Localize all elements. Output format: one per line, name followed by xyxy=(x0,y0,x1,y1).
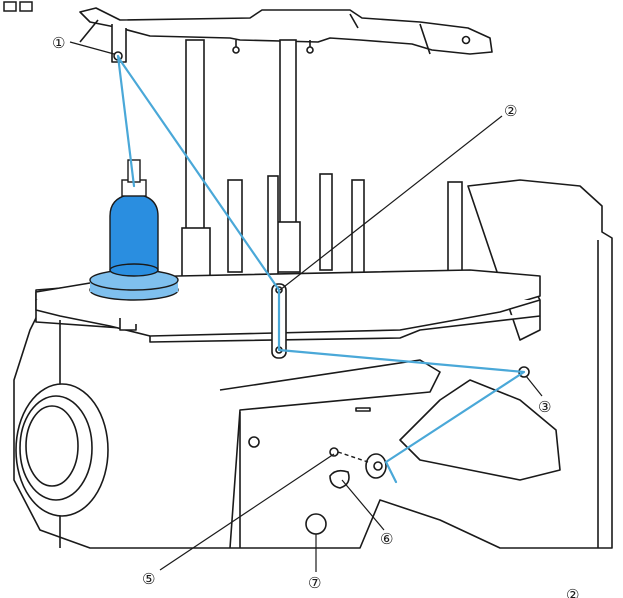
callout-2: ② xyxy=(504,102,517,120)
thread-guide-bar xyxy=(79,7,493,63)
thread-spool xyxy=(89,159,179,301)
callout-5: ⑤ xyxy=(142,570,155,588)
callout-labels: ① ② ③ ⑤ ⑥ ⑦ ② xyxy=(52,34,579,598)
thread-path xyxy=(116,54,526,484)
callout-7: ⑦ xyxy=(308,574,321,592)
callout-1: ① xyxy=(52,34,65,52)
support-rods xyxy=(181,39,463,293)
side-dial xyxy=(15,383,109,517)
callout-leaders xyxy=(69,41,543,572)
callout-6: ⑥ xyxy=(380,530,393,548)
machine-body xyxy=(13,179,613,549)
corner-mark: ② xyxy=(566,586,579,598)
callout-3: ③ xyxy=(538,398,551,416)
dashed-guide-line xyxy=(337,451,369,463)
corner-icons xyxy=(3,1,33,12)
